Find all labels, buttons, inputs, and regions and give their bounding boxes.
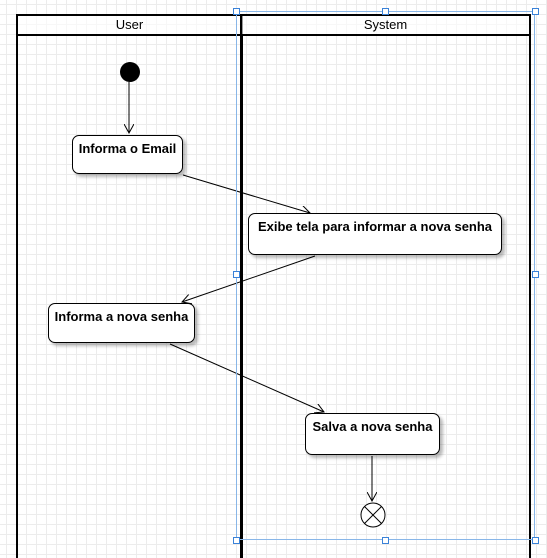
resize-handle-middle-right[interactable] (532, 271, 539, 278)
edge-informa-email-to-exibe-tela (182, 174, 310, 213)
resize-handle-top-middle[interactable] (382, 8, 389, 15)
resize-handle-bottom-right[interactable] (532, 537, 539, 544)
swimlane-user-header: User (18, 14, 241, 36)
initial-node[interactable] (120, 62, 140, 82)
final-node-icon[interactable] (360, 502, 386, 528)
selection-box (236, 11, 535, 540)
swimlane-user[interactable]: User (16, 14, 243, 558)
action-exibe-tela[interactable]: Exibe tela para informar a nova senha (248, 213, 502, 255)
edge-exibe-tela-to-informa-senha (182, 255, 316, 302)
resize-handle-bottom-middle[interactable] (382, 537, 389, 544)
resize-handle-bottom-left[interactable] (233, 537, 240, 544)
resize-handle-top-left[interactable] (233, 8, 240, 15)
edge-informa-senha-to-salva-senha (169, 343, 324, 412)
action-salva-nova-senha[interactable]: Salva a nova senha (305, 413, 440, 455)
action-informa-nova-senha[interactable]: Informa a nova senha (48, 303, 195, 343)
resize-handle-top-right[interactable] (532, 8, 539, 15)
swimlane-system[interactable]: System (240, 14, 531, 558)
action-informa-email[interactable]: Informa o Email (72, 135, 183, 174)
swimlane-system-header: System (242, 14, 529, 36)
resize-handle-middle-left[interactable] (233, 271, 240, 278)
